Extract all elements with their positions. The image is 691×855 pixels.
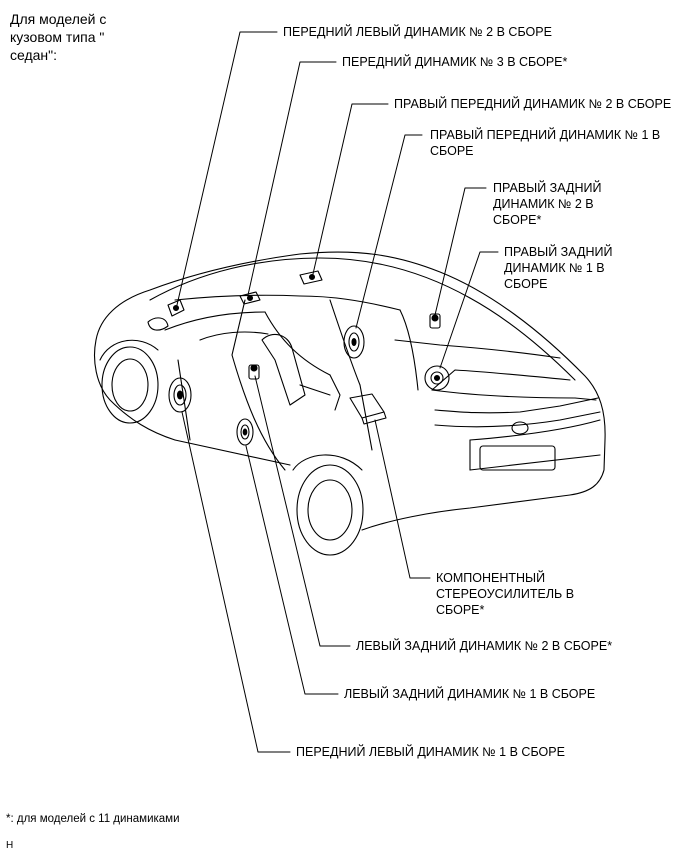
- speaker-left-rear-1: [236, 418, 254, 446]
- label-stereo-amplifier: КОМПОНЕНТНЫЙ СТЕРЕОУСИЛИТЕЛЬ В СБОРЕ*: [436, 571, 575, 617]
- model-header: Для моделей с кузовом типа " седан":: [10, 11, 107, 63]
- speaker-right-rear-2: [429, 313, 441, 329]
- label-left-rear-speaker-1: ЛЕВЫЙ ЗАДНИЙ ДИНАМИК № 1 В СБОРЕ: [344, 687, 596, 701]
- label-right-rear-speaker-1: ПРАВЫЙ ЗАДНИЙ ДИНАМИК № 1 В СБОРЕ: [504, 245, 613, 291]
- speaker-right-rear-1: [424, 365, 450, 391]
- car-body-outline: [93, 251, 606, 556]
- speaker-right-front-2: [299, 270, 323, 285]
- speaker-front-left-2: [167, 299, 185, 317]
- speaker-left-rear-2: [248, 364, 260, 380]
- speaker-right-front-1: [343, 325, 365, 359]
- label-front-left-speaker-1: ПЕРЕДНИЙ ЛЕВЫЙ ДИНАМИК № 1 В СБОРЕ: [296, 745, 565, 759]
- leader-lines: [176, 31, 499, 753]
- label-right-rear-speaker-2: ПРАВЫЙ ЗАДНИЙ ДИНАМИК № 2 В СБОРЕ*: [493, 181, 602, 227]
- label-right-front-speaker-1: ПРАВЫЙ ПЕРЕДНИЙ ДИНАМИК № 1 В СБОРЕ: [430, 128, 661, 158]
- speaker-front-left-1: [168, 377, 192, 413]
- speaker-front-3: [239, 291, 261, 305]
- footnote: *: для моделей с 11 динамиками: [6, 813, 180, 825]
- label-front-speaker-3: ПЕРЕДНИЙ ДИНАМИК № 3 В СБОРЕ*: [342, 55, 568, 69]
- label-left-rear-speaker-2: ЛЕВЫЙ ЗАДНИЙ ДИНАМИК № 2 В СБОРЕ*: [356, 639, 613, 653]
- label-front-left-speaker-2: ПЕРЕДНИЙ ЛЕВЫЙ ДИНАМИК № 2 В СБОРЕ: [283, 25, 552, 39]
- figure-code: H: [6, 840, 14, 851]
- stereo-amplifier: [349, 393, 387, 425]
- label-right-front-speaker-2: ПРАВЫЙ ПЕРЕДНИЙ ДИНАМИК № 2 В СБОРЕ: [394, 97, 672, 111]
